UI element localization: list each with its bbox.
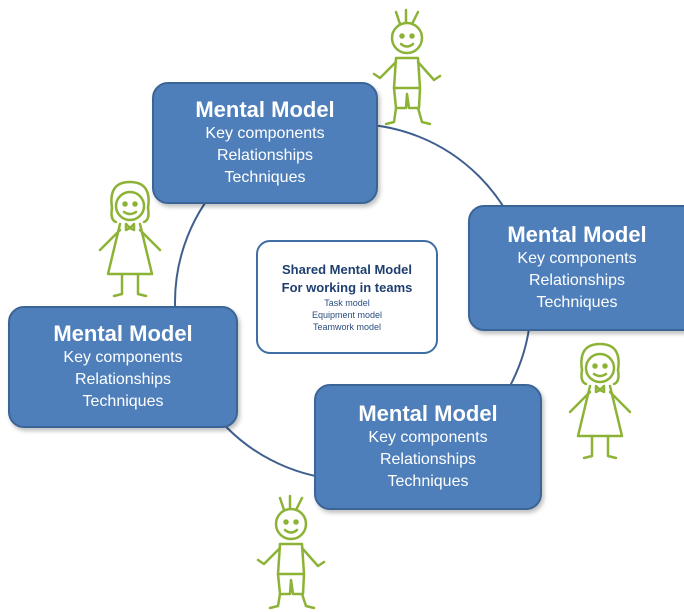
model-line: Techniques (387, 473, 469, 490)
model-title: Mental Model (53, 321, 193, 346)
mental-model-box-bottom: Mental Model Key components Relationship… (314, 384, 542, 510)
model-title: Mental Model (195, 97, 335, 122)
model-line: Relationships (74, 371, 172, 388)
model-line: Relationships (216, 147, 314, 164)
model-line: Key components (517, 250, 637, 267)
shared-model-subtitle: For working in teams (281, 280, 413, 295)
model-line: Relationships (379, 451, 477, 468)
mental-model-box-left: Mental Model Key components Relationship… (8, 306, 238, 428)
mental-model-box-right: Mental Model Key components Relationship… (468, 205, 684, 331)
model-line: Key components (63, 349, 183, 366)
model-title: Mental Model (358, 401, 498, 426)
boy-figure-icon (372, 8, 442, 126)
shared-model-title: Shared Mental Model (281, 262, 413, 277)
model-line: Key components (368, 429, 488, 446)
shared-model-item: Teamwork model (312, 322, 382, 332)
model-line: Techniques (536, 294, 618, 311)
mental-model-box-top: Mental Model Key components Relationship… (152, 82, 378, 204)
model-line: Techniques (224, 169, 306, 186)
model-line: Relationships (528, 272, 626, 289)
model-line: Key components (205, 125, 325, 142)
model-title: Mental Model (507, 222, 647, 247)
girl-figure-icon (98, 180, 162, 298)
shared-model-item: Equipment model (311, 310, 383, 320)
girl-figure-icon (568, 342, 632, 460)
boy-figure-icon (256, 494, 326, 610)
shared-model-item: Task model (324, 298, 370, 308)
shared-mental-model-box: Shared Mental Model For working in teams… (256, 240, 438, 354)
model-line: Techniques (82, 393, 164, 410)
